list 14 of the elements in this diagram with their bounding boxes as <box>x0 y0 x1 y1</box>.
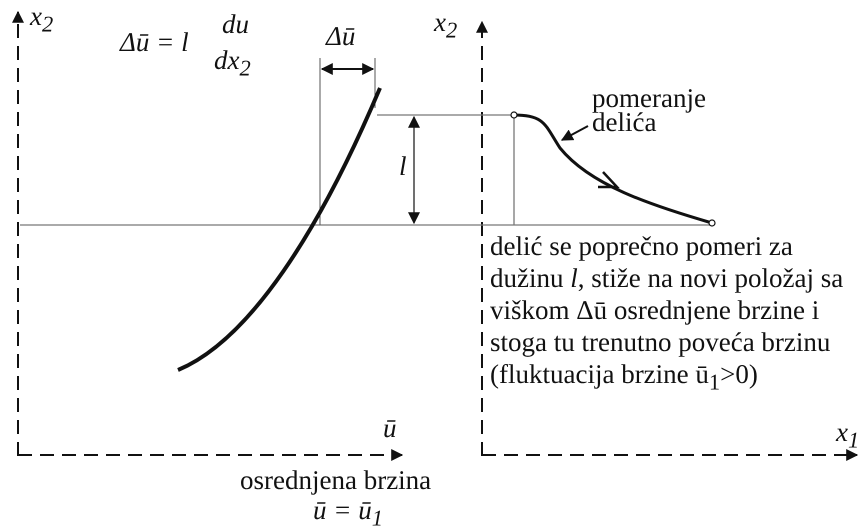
axis-label: x$_{2}$ <box>434 8 458 44</box>
axis-label: ū <box>383 414 396 442</box>
axis-label: x$_{2}$ <box>30 2 54 38</box>
axis-caption: osrednjena brzina <box>240 466 432 494</box>
axis-label: x$_{1}$ <box>836 418 860 454</box>
formula-denominator: dx$_{2}$ <box>214 46 251 82</box>
formula-numerator: du <box>222 10 249 38</box>
formula: Δū = l <box>120 28 189 56</box>
dimension-label: l <box>399 152 407 180</box>
leader-line <box>560 125 588 141</box>
dimension-label: Δū <box>326 22 356 50</box>
description-text: delić se poprečno pomeri za dužinu l, stiže na novi položaj sa viškom Δū osrednjene brzine i stoga tu trenutno poveća brzinu (fluktuacija brzine ū$_{1}$>0) <box>490 230 844 396</box>
callout-text: pomeranje delića <box>592 86 717 134</box>
formula: ū = ū$_{1}$ <box>313 496 383 526</box>
